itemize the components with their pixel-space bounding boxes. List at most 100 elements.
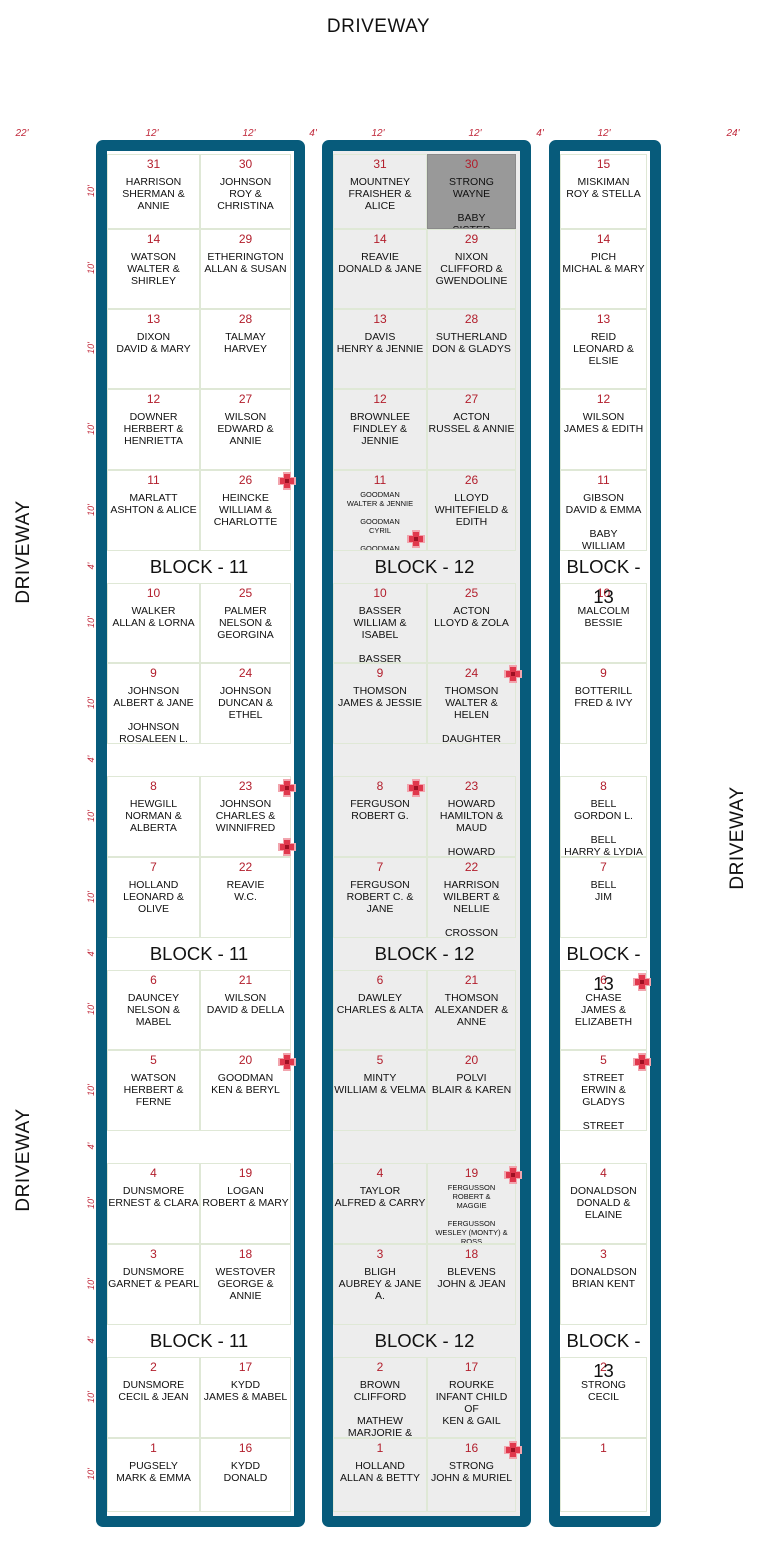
plot-occupants: MALCOLM BESSIE [577,605,630,629]
plot-occupants: BROWN CLIFFORD MATHEW MARJORIE & BABY [347,1379,413,1438]
plot-occupants: DAUNCEY NELSON & MABEL [126,992,181,1028]
row-height-label: 4' [86,562,96,570]
plot-number: 5 [150,1053,157,1067]
plot-number: 21 [464,973,479,987]
row-height-label: 10' [86,1390,96,1403]
plot-number: 15 [596,157,611,171]
plot-number: 23 [238,779,253,793]
plot-occupants: HOLLAND LEONARD & OLIVE [123,879,184,915]
block-label-13: BLOCK - 13 [566,1330,641,1381]
row-height-label: 10' [86,503,96,516]
plot-occupants: BROWNLEE FINDLEY & JENNIE [349,411,411,447]
plot-number: 11 [597,473,610,487]
flower-marker-icon [504,1166,522,1184]
row-height-label: 4' [86,1142,96,1150]
plot-number: 14 [596,232,611,246]
plot-occupants: TALMAY HARVEY [224,331,267,355]
plot-occupants: DOWNER HERBERT & HENRIETTA [123,411,184,447]
plot-occupants: REAVIE W.C. [226,879,265,903]
plot-b13-1[interactable]: 1 [560,1438,647,1512]
plot-number: 7 [600,860,607,874]
plot-number: 4 [600,1166,607,1180]
row-height-label: 10' [86,1196,96,1209]
plot-number: 30 [238,157,253,171]
plot-occupants: FERGUSON ROBERT G. [350,798,410,822]
